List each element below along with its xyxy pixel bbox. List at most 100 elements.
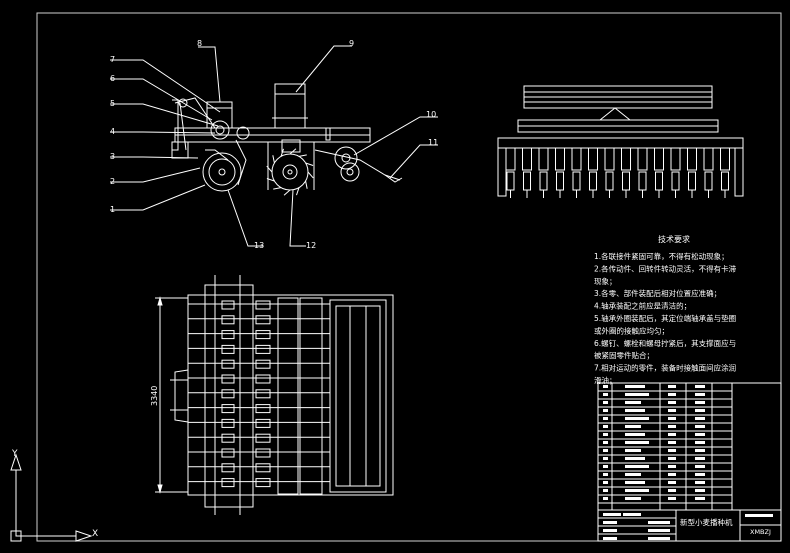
plan-row-coulter bbox=[255, 300, 271, 310]
parts-list-qty bbox=[668, 433, 676, 436]
parts-list-qty bbox=[668, 417, 676, 420]
parts-list-mat bbox=[695, 441, 705, 444]
callout-1: 1 bbox=[110, 205, 115, 214]
plan-row-coulter bbox=[255, 374, 271, 384]
tech-req-line: 1.各联接件紧固可靠，不得有松动现象； bbox=[594, 251, 729, 261]
parts-list-qty bbox=[668, 473, 676, 476]
rear-coulter bbox=[605, 171, 614, 191]
parts-list-no bbox=[603, 481, 608, 484]
parts-list-name bbox=[625, 401, 641, 404]
plan-row-unit bbox=[221, 344, 235, 354]
plan-row-coulter bbox=[255, 418, 271, 428]
title-block-field bbox=[603, 537, 617, 540]
rear-seed-unit bbox=[538, 147, 549, 171]
plan-row-unit bbox=[221, 478, 235, 488]
plan-row-unit bbox=[221, 330, 235, 340]
plan-row-unit bbox=[221, 418, 235, 428]
title-block-field bbox=[648, 537, 670, 540]
ucs-x-label: X bbox=[92, 529, 98, 539]
rear-coulter bbox=[523, 171, 531, 191]
plan-row-unit bbox=[221, 359, 235, 369]
parts-list-no bbox=[603, 417, 608, 420]
tiller-tine bbox=[305, 180, 308, 189]
plan-row-coulter bbox=[255, 478, 271, 488]
tiller-tine bbox=[307, 171, 314, 179]
callout-13: 13 bbox=[254, 241, 264, 250]
rear-coulter bbox=[622, 171, 630, 191]
tech-req-line: 现象； bbox=[594, 276, 617, 286]
plan-row-unit bbox=[221, 315, 235, 325]
callout-3: 3 bbox=[110, 152, 115, 161]
parts-list-no bbox=[603, 457, 608, 460]
parts-list-name bbox=[625, 465, 649, 468]
parts-list-name bbox=[625, 417, 649, 420]
tiller-tine bbox=[272, 155, 275, 164]
parts-list-no bbox=[603, 433, 608, 436]
title-block bbox=[597, 382, 782, 542]
rear-seed-unit bbox=[621, 147, 631, 171]
parts-list-qty bbox=[668, 457, 676, 460]
callout-7: 7 bbox=[110, 55, 115, 64]
parts-list-qty bbox=[668, 409, 676, 412]
tiller-tine bbox=[273, 187, 282, 190]
plan-row-unit bbox=[221, 404, 235, 414]
rear-seed-unit bbox=[604, 147, 615, 171]
plan-row-unit bbox=[221, 300, 235, 310]
parts-list-mat bbox=[695, 409, 705, 412]
tiller-tine bbox=[289, 148, 297, 155]
title-block-field bbox=[603, 529, 617, 532]
callout-4: 4 bbox=[110, 127, 115, 136]
plan-view-assembly bbox=[155, 275, 394, 515]
title-block-code: XMBZJ bbox=[750, 528, 771, 536]
parts-list-name bbox=[625, 425, 641, 428]
tech-req-line: 被紧固零件贴合； bbox=[594, 350, 654, 360]
side-view-assembly bbox=[171, 83, 403, 196]
parts-list-mat bbox=[695, 393, 705, 396]
callout-12: 12 bbox=[306, 241, 316, 250]
rear-seed-unit bbox=[703, 147, 714, 171]
rear-coulter bbox=[589, 171, 597, 191]
plan-row-coulter bbox=[255, 344, 271, 354]
parts-list-mat bbox=[695, 433, 705, 436]
callout-2: 2 bbox=[110, 177, 115, 186]
callout-8: 8 bbox=[197, 39, 202, 48]
callout-5: 5 bbox=[110, 99, 115, 108]
title-block-field bbox=[623, 513, 641, 516]
parts-list-name bbox=[625, 441, 649, 444]
tech-req-line: 滑油； bbox=[594, 375, 617, 385]
parts-list-qty bbox=[668, 481, 676, 484]
plan-row-unit bbox=[221, 433, 235, 443]
rear-coulter bbox=[671, 171, 680, 191]
parts-list-name bbox=[625, 433, 645, 436]
tech-req-line: 4.轴承装配之前应是清洁的； bbox=[594, 301, 691, 311]
tech-req-line: 7.相对运动的零件，装备时接触面间应涂润 bbox=[594, 363, 736, 373]
tiller-tine bbox=[283, 189, 291, 196]
parts-list-mat bbox=[695, 497, 705, 500]
parts-list-mat bbox=[695, 385, 705, 388]
plan-row-unit bbox=[221, 389, 235, 399]
title-block-field bbox=[745, 514, 773, 517]
parts-list-name bbox=[625, 489, 649, 492]
parts-list-no bbox=[603, 393, 608, 396]
tech-req-line: 5.轴承外圈装配后，其定位端轴承盖与垫圈 bbox=[594, 313, 736, 323]
plan-row-coulter bbox=[255, 404, 271, 414]
parts-list-qty bbox=[668, 441, 676, 444]
parts-list-qty bbox=[668, 449, 676, 452]
callout-11: 11 bbox=[428, 138, 438, 147]
plan-row-coulter bbox=[255, 330, 271, 340]
parts-list-name bbox=[625, 449, 641, 452]
tech-req-line: 6.螺钉、螺栓和螺母拧紧后，其支撑面应与 bbox=[594, 338, 736, 348]
plan-row-coulter bbox=[255, 389, 271, 399]
parts-list-mat bbox=[695, 401, 705, 404]
parts-list-mat bbox=[695, 449, 705, 452]
parts-list-no bbox=[603, 401, 608, 404]
plan-row-unit bbox=[221, 374, 235, 384]
tiller-tine bbox=[280, 148, 284, 157]
parts-list-mat bbox=[695, 417, 705, 420]
parts-list-name bbox=[625, 481, 645, 484]
rear-coulter bbox=[704, 171, 713, 191]
parts-list-qty bbox=[668, 465, 676, 468]
parts-list-mat bbox=[695, 465, 705, 468]
